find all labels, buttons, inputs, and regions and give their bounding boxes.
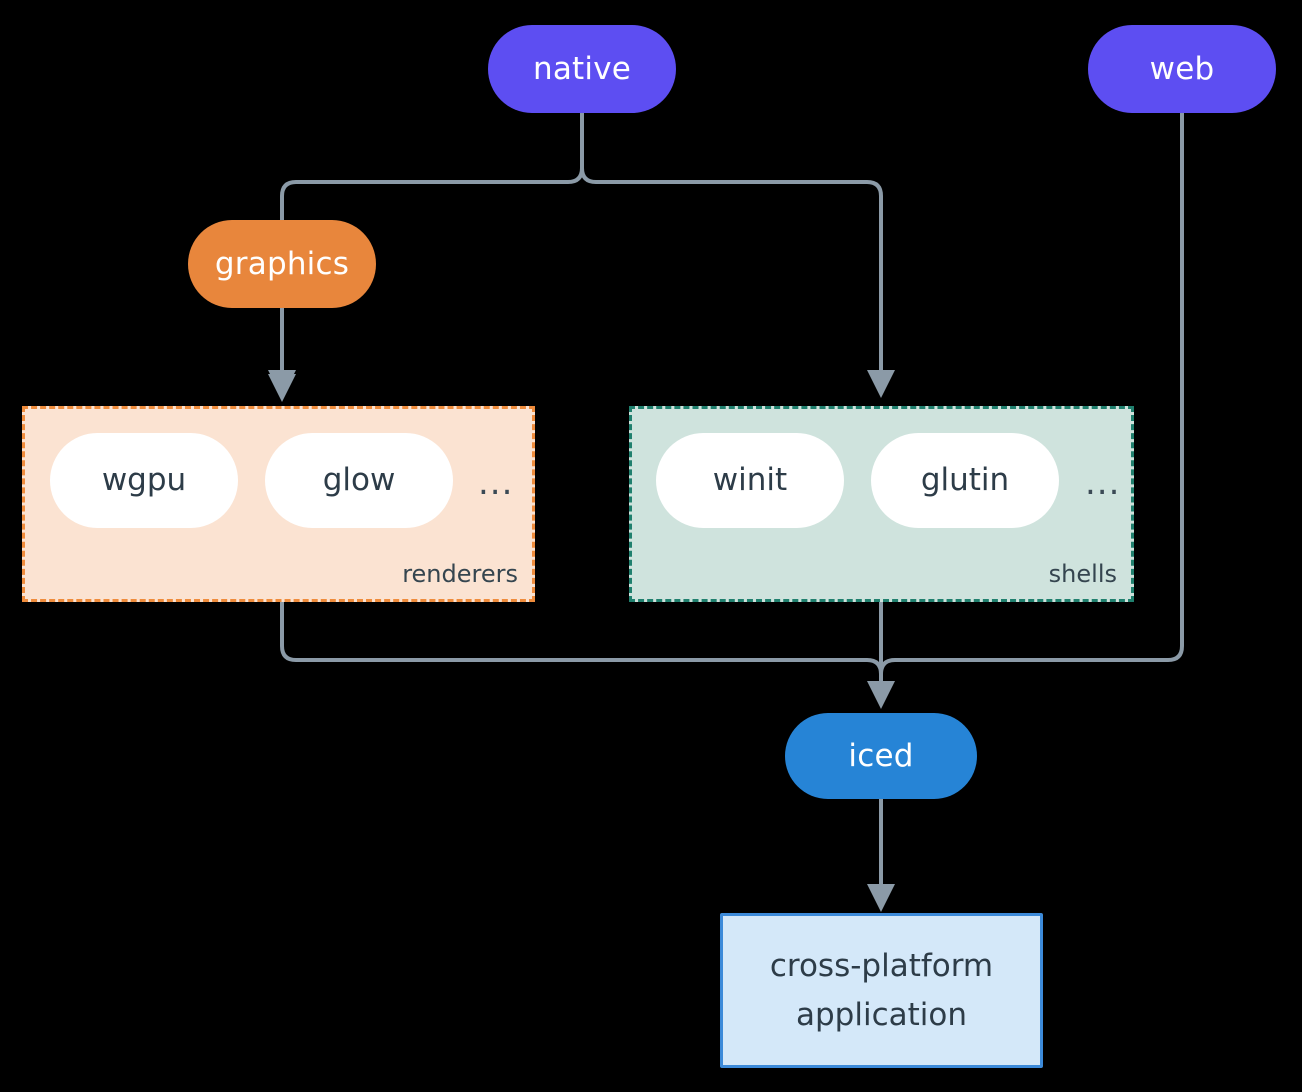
node-cross-platform-application[interactable]: cross-platform application <box>720 913 1043 1068</box>
node-graphics[interactable]: graphics <box>188 220 376 308</box>
node-iced[interactable]: iced <box>785 713 977 799</box>
node-wgpu[interactable]: wgpu <box>50 433 238 528</box>
node-web[interactable]: web <box>1088 25 1276 113</box>
node-graphics-label: graphics <box>214 245 350 282</box>
edge-renderers-to-iced <box>280 601 883 700</box>
node-iced-label: iced <box>848 737 914 774</box>
application-label-line1: cross-platform <box>769 948 994 985</box>
node-native[interactable]: native <box>488 25 676 113</box>
renderers-ellipsis: ... <box>478 463 514 503</box>
application-label-line2: application <box>796 996 967 1033</box>
node-winit-label: winit <box>712 462 788 499</box>
node-winit[interactable]: winit <box>656 433 844 528</box>
node-native-label: native <box>532 50 632 87</box>
shells-ellipsis: ... <box>1085 463 1121 503</box>
node-glutin[interactable]: glutin <box>871 433 1059 528</box>
group-renderers-caption: renderers <box>402 559 518 588</box>
group-shells-caption: shells <box>1048 559 1117 588</box>
node-glow-label: glow <box>322 462 396 499</box>
node-glow[interactable]: glow <box>265 433 453 528</box>
node-glutin-label: glutin <box>920 462 1010 499</box>
node-web-label: web <box>1149 50 1215 87</box>
edge-native-to-shells <box>580 113 895 398</box>
node-wgpu-label: wgpu <box>101 462 187 499</box>
